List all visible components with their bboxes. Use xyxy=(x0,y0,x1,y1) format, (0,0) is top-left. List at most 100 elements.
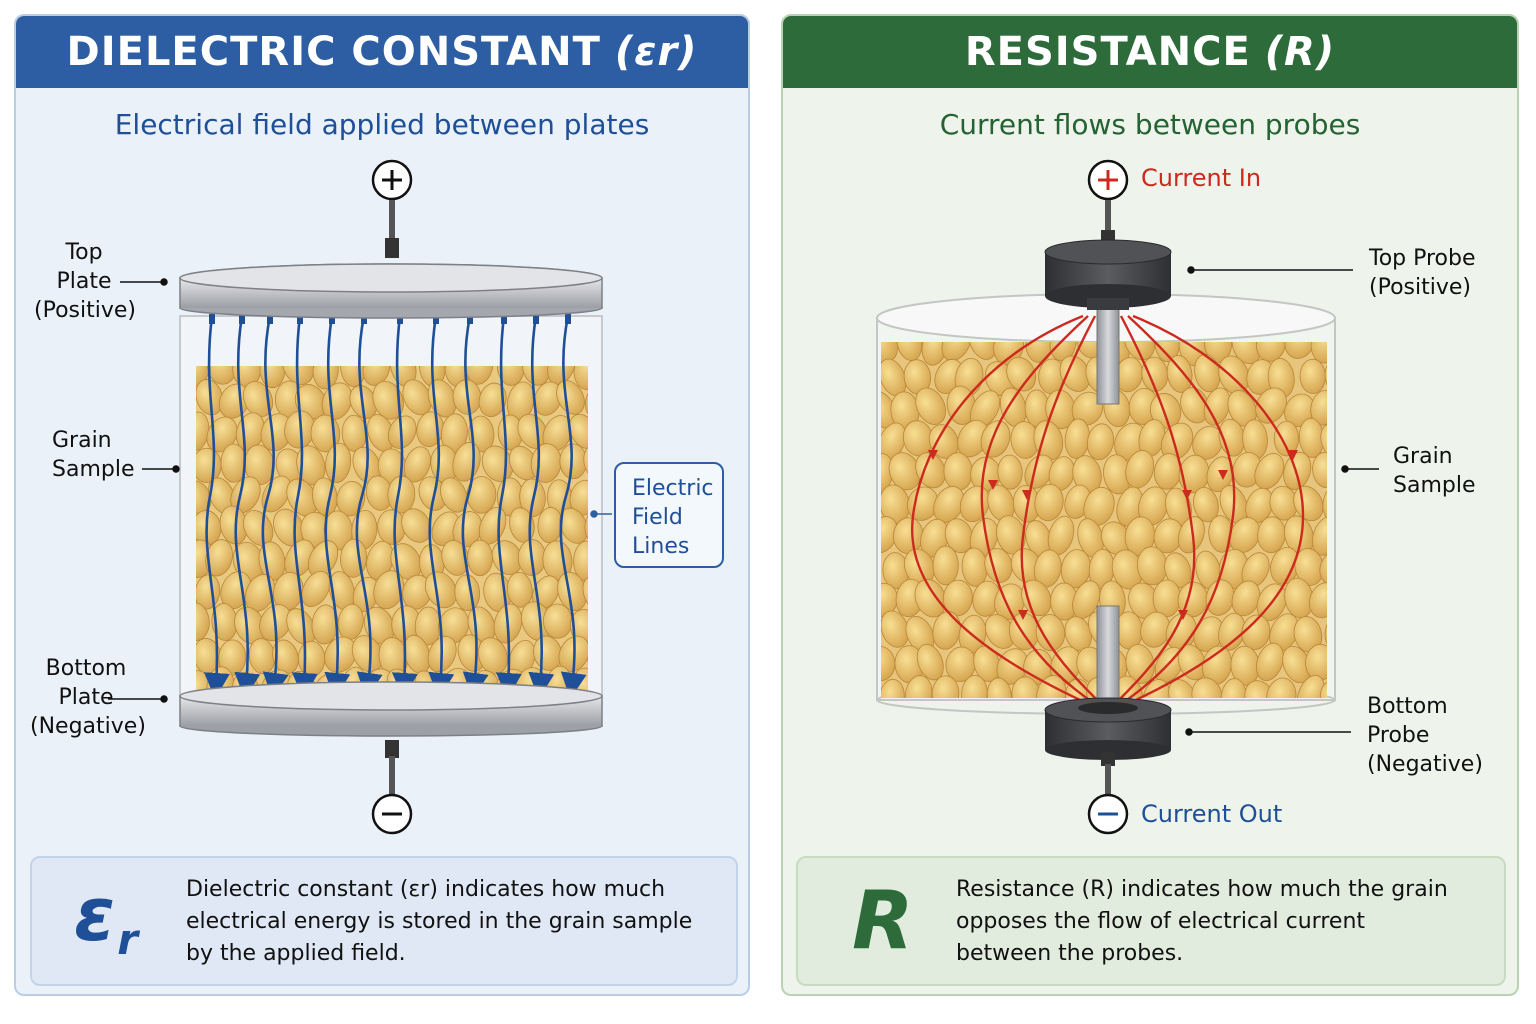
current-out-terminal-icon xyxy=(1087,793,1129,835)
grain-kernel xyxy=(1220,678,1247,698)
field-lines-line2: Field xyxy=(632,505,683,530)
grain-kernel xyxy=(916,643,944,681)
bottom-plate-label: Bottom Plate (Negative) xyxy=(30,654,146,741)
bottom-connector xyxy=(385,740,399,758)
grain-right-line2: Sample xyxy=(1393,473,1476,498)
current-arrow xyxy=(1182,490,1192,500)
grain-sample-label-right: Grain Sample xyxy=(1393,442,1476,500)
grain-kernel xyxy=(261,475,291,513)
grain-kernel xyxy=(1296,675,1325,698)
grain-kernel xyxy=(362,366,391,386)
bottom-plate-label-line2: Plate xyxy=(58,685,114,710)
grain-sample-label-left: Grain Sample xyxy=(36,426,146,484)
epsilon-subscript: r xyxy=(117,915,138,964)
grain-kernel xyxy=(196,602,210,641)
probe-diagram xyxy=(876,159,1379,835)
grain-kernel xyxy=(1142,679,1171,698)
grain-kernel xyxy=(1166,355,1193,393)
grain-kernel xyxy=(1312,451,1327,489)
grain-kernel xyxy=(1311,516,1327,556)
epsilon-symbol: εr xyxy=(74,872,138,964)
electric-field-lines xyxy=(203,314,587,699)
field-line-start xyxy=(433,314,439,324)
top-probe-label-line2: (Positive) xyxy=(1369,275,1471,300)
grain-kernel xyxy=(301,571,331,608)
grain-kernel xyxy=(1319,680,1327,698)
dielectric-subtitle: Electrical field applied between plates xyxy=(114,108,650,141)
grain-kernel xyxy=(1086,423,1115,461)
field-line-start xyxy=(267,314,273,324)
field-line xyxy=(203,315,230,699)
grain-kernel xyxy=(1113,675,1144,698)
grain-kernel xyxy=(1320,423,1327,461)
grain-kernel xyxy=(584,381,588,418)
grain-kernel xyxy=(1049,342,1077,362)
field-line xyxy=(461,315,489,699)
grain-kernel xyxy=(941,342,972,362)
grain-kernel xyxy=(1255,387,1287,424)
grain-kernel xyxy=(467,539,493,577)
grain-kernel xyxy=(584,505,588,545)
grain-kernel xyxy=(1034,483,1064,522)
grain-kernel xyxy=(1310,342,1327,364)
grain-kernel xyxy=(206,366,238,385)
grain-kernel xyxy=(424,571,458,609)
grain-kernel xyxy=(1177,516,1205,554)
grain-kernel xyxy=(1035,675,1067,698)
field-line xyxy=(391,315,418,699)
current-in-label: Current In xyxy=(1141,164,1262,192)
current-paths xyxy=(910,314,1305,708)
current-path xyxy=(1117,315,1236,707)
field-line-start xyxy=(329,314,335,324)
dielectric-info-text: Dielectric constant (εr) indicates how m… xyxy=(186,877,693,966)
current-path xyxy=(980,315,1099,707)
grain-kernel xyxy=(569,609,588,645)
grain-kernel xyxy=(1273,420,1300,457)
current-arrow xyxy=(988,480,998,490)
field-line xyxy=(495,315,522,699)
grain-kernel xyxy=(1193,486,1219,523)
resistance-info-box: R Resistance (R) indicates how much the … xyxy=(796,856,1506,986)
grain-kernel xyxy=(242,381,274,418)
current-arrow xyxy=(1022,490,1032,500)
current-arrow xyxy=(1018,610,1028,620)
resistance-subtitle: Current flows between probes xyxy=(939,108,1361,141)
grain-kernel xyxy=(1308,582,1327,619)
grain-kernel xyxy=(1033,420,1064,461)
field-line xyxy=(234,315,261,699)
grain-kernel xyxy=(372,380,404,420)
dielectric-symbol: (εr) xyxy=(614,29,698,75)
current-arrow xyxy=(1218,470,1228,480)
top-plate-label-line3: (Positive) xyxy=(34,298,136,323)
grain-right-line1: Grain xyxy=(1393,444,1453,469)
grain-kernel xyxy=(468,415,495,453)
resistance-symbol: (R) xyxy=(1264,29,1336,75)
top-probe-label-line1: Top Probe xyxy=(1369,246,1476,271)
r-symbol: R xyxy=(852,874,914,967)
bottom-rod xyxy=(389,756,395,794)
grain-kernel xyxy=(1266,677,1297,698)
top-probe-wire xyxy=(1105,200,1111,236)
field-line-start xyxy=(209,314,215,324)
bottom-plate-label-line3: (Negative) xyxy=(30,714,146,739)
grain-kernel xyxy=(1324,613,1327,650)
dielectric-panel: DIELECTRIC CONSTANT (εr) Electrical fiel… xyxy=(14,14,750,996)
top-plate xyxy=(179,263,603,319)
current-path xyxy=(1122,314,1305,708)
negative-terminal-icon xyxy=(371,793,413,835)
bottom-probe-wire xyxy=(1105,764,1111,794)
grain-kernel xyxy=(1324,360,1327,398)
grain-kernel xyxy=(272,639,299,674)
grain-kernel xyxy=(466,476,497,514)
grain-kernel xyxy=(1254,452,1285,490)
grain-kernel xyxy=(881,583,898,618)
grain-kernel xyxy=(506,571,533,608)
grain-kernel xyxy=(465,366,494,385)
top-plate-label-line1: Top xyxy=(65,240,103,265)
field-lines-line3: Lines xyxy=(632,534,690,559)
grain-kernel xyxy=(968,342,997,360)
grain-kernel xyxy=(521,366,551,386)
field-line-start xyxy=(467,314,473,324)
grain-kernel xyxy=(1123,342,1155,361)
positive-terminal-icon xyxy=(371,159,413,201)
